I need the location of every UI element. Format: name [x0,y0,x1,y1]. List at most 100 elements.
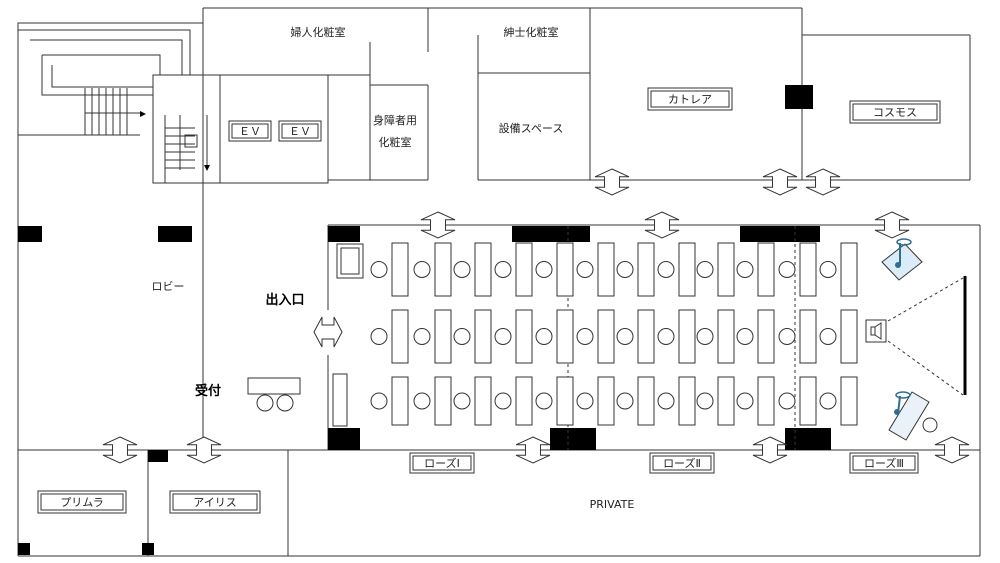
entrance-door-arrow-icon [313,316,343,348]
ladies-restroom-label: 婦人化粧室 [291,25,346,39]
chair [576,328,594,345]
chair [736,328,754,345]
podium-bottom [888,391,938,441]
door-arrow-icon [420,211,456,239]
room-tag-iris: アイリス [169,490,261,514]
desk [597,242,615,297]
stairs [18,29,208,183]
door-arrow-icon [752,436,788,464]
chair [413,328,431,345]
desk [840,376,858,426]
desk [474,309,492,364]
desk [678,242,696,297]
cattleya-label: カトレア [668,93,712,106]
chair [778,392,796,410]
elevator-1-label: ＥＶ [239,125,261,138]
elevator-1: ＥＶ [228,120,272,142]
desk [515,309,533,364]
rose-1-label: ローズⅠ [424,456,460,470]
door-arrow-icon [805,168,841,196]
desk [799,309,817,364]
chair [696,392,714,410]
chair [494,328,512,345]
equipment-space-label: 設備スペース [499,121,564,135]
cosmos-label: コスモス [873,106,917,119]
chair [494,261,512,278]
desk [556,242,574,297]
chair [453,328,471,345]
chair [576,261,594,278]
chair [657,261,675,278]
desk [434,376,452,426]
room-tag-rose-2: ローズⅡ [649,452,715,474]
door-arrow-icon [934,436,970,464]
lobby-label: ロビー [152,280,185,293]
private-label: PRIVATE [590,498,635,511]
side-table [332,373,348,427]
stair-arrow-icon [204,165,210,171]
desk [556,309,574,364]
desk [757,242,775,297]
chair [535,261,553,278]
chair [370,261,388,278]
desk [391,309,409,364]
chair [819,328,837,345]
reception-desk [247,377,301,412]
desk [434,242,452,297]
room-tag-cattleya: カトレア [647,87,733,111]
chair [616,261,634,278]
desk [840,242,858,297]
door-arrow-icon [102,436,138,464]
chair [736,261,754,278]
side-table [336,243,364,279]
desk [717,242,735,297]
chair [535,392,553,410]
desk [637,242,655,297]
door-arrow-icon [762,168,798,196]
desk [391,376,409,426]
elevator-2: ＥＶ [278,120,322,142]
classroom-seating [370,242,858,426]
door-arrow-icon [644,211,680,239]
pillars [18,85,831,555]
desk [678,376,696,426]
projection-lines [887,277,964,322]
chair [576,392,594,410]
desk [474,242,492,297]
desk [391,242,409,297]
entrance-label: 出入口 [265,292,304,308]
room-tag-cosmos: コスモス [849,100,941,124]
room-tag-rose-1: ローズⅠ [409,452,475,474]
chair [616,392,634,410]
chair [778,261,796,278]
chair [616,328,634,345]
chair [453,261,471,278]
room-tag-rose-3: ローズⅢ [849,452,919,474]
desk [637,376,655,426]
primula-label: プリムラ [60,496,103,509]
desk [757,376,775,426]
chair [657,392,675,410]
desk [717,309,735,364]
desk [515,376,533,426]
chair [535,328,553,345]
chair [494,392,512,410]
desk [434,309,452,364]
rose-2-label: ローズⅡ [663,456,701,470]
chair [778,328,796,345]
room-tag-primula: プリムラ [37,490,127,514]
door-arrow-icon [594,168,630,196]
desk [597,309,615,364]
speaker-icon [865,319,887,343]
desk [757,309,775,364]
desk [840,309,858,364]
rose-3-label: ローズⅢ [864,456,904,470]
door-arrow-icon [186,436,222,464]
chair [370,392,388,410]
door-arrow-icon [874,211,910,239]
projection-lines [887,340,964,396]
reception-label: 受付 [195,383,221,399]
door-arrows [102,168,970,464]
desk [717,376,735,426]
